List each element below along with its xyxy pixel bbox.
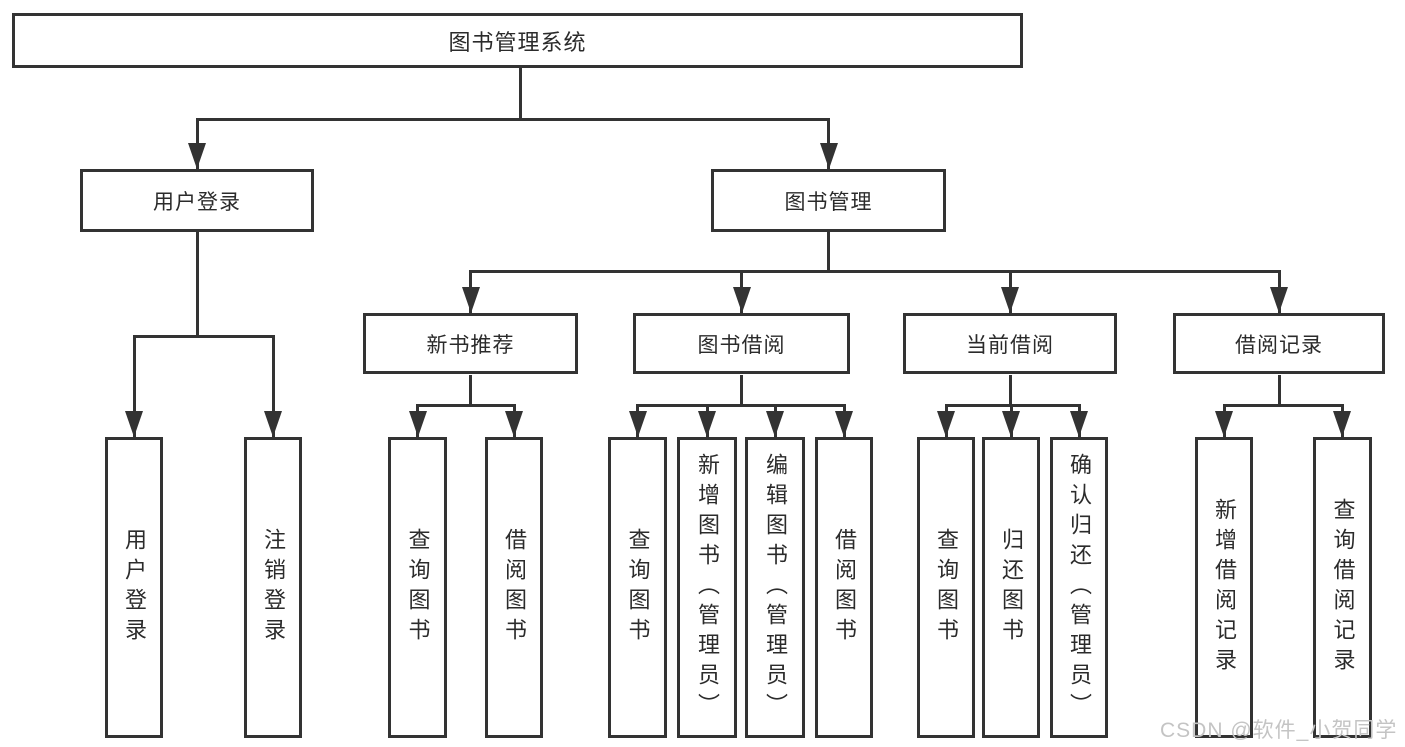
node-user-login: 用户登录 [80,169,314,232]
node-nb-query-books: 查询图书 [388,437,447,738]
node-label: 新书推荐 [426,333,515,357]
node-book-borrowing: 图书借阅 [633,313,850,374]
node-label: 查询图书 [625,527,651,648]
node-borrowing-records: 借阅记录 [1173,313,1385,374]
node-label: 用户登录 [122,527,147,648]
connector-current-borrow-rail [944,404,1081,407]
node-logout-leaf: 注销登录 [244,437,302,738]
node-label: 当前借阅 [966,333,1054,357]
node-bb-edit-books-admin: 编辑图书（管理员） [745,437,805,738]
node-br-query-record: 查询借阅记录 [1313,437,1372,738]
arrow-down-icon [835,411,853,437]
connector-book-borrow-stem [740,375,743,406]
connector-borrow-records-rail [1222,404,1344,407]
connector-book-borrow-rail [636,404,846,407]
node-label: 新增图书（管理员） [695,452,720,723]
node-label: 归还图书 [999,527,1024,648]
node-label: 图书管理系统 [448,29,587,55]
arrow-down-icon [732,287,751,313]
node-cb-return-books: 归还图书 [982,437,1040,738]
arrow-down-icon [1215,411,1233,437]
node-current-borrowing: 当前借阅 [903,313,1117,374]
node-label: 图书管理 [784,190,873,214]
arrow-down-icon [264,411,282,437]
arrow-down-icon [628,411,647,437]
connector-new-book-rail [416,404,516,407]
node-bb-borrow-books: 借阅图书 [815,437,873,738]
connector-drop-login-leaf [132,335,136,437]
arrow-down-icon [188,143,206,169]
connector-level1-rail [195,118,830,121]
connector-new-book-stem [469,375,472,406]
node-label: 查询图书 [934,527,959,648]
connector-user-login-rail [132,335,275,338]
node-label: 借阅记录 [1235,333,1323,357]
node-label: 图书借阅 [697,333,786,357]
node-book-management: 图书管理 [711,169,946,232]
node-user-login-leaf: 用户登录 [105,437,163,738]
node-label: 查询借阅记录 [1330,497,1356,678]
node-label: 注销登录 [261,527,286,648]
csdn-watermark: CSDN @软件_小贺同学 [1160,719,1398,742]
node-label: 编辑图书（管理员） [763,452,788,723]
arrow-down-icon [937,411,955,437]
arrow-down-icon [698,411,716,437]
arrow-down-icon [1333,411,1351,437]
node-bb-query-books: 查询图书 [608,437,667,738]
arrow-down-icon [1070,411,1088,437]
arrow-down-icon [505,411,523,437]
node-label: 借阅图书 [832,527,857,648]
arrow-down-icon [1001,287,1019,313]
connector-level2-rail [469,270,1281,273]
connector-root-stem [518,68,522,121]
connector-book-management-stem [827,232,830,273]
arrow-down-icon [1270,287,1288,313]
node-label: 用户登录 [153,190,241,214]
node-br-add-record: 新增借阅记录 [1195,437,1253,738]
node-nb-borrow-books: 借阅图书 [485,437,543,738]
node-new-book-recommend: 新书推荐 [363,313,578,374]
node-bb-add-books-admin: 新增图书（管理员） [677,437,737,738]
arrow-down-icon [766,411,784,437]
arrow-down-icon [1002,411,1020,437]
connector-current-borrow-stem [1008,375,1012,406]
connector-borrow-records-stem [1277,375,1281,406]
arrow-down-icon [461,287,480,313]
node-label: 借阅图书 [502,527,527,648]
node-label: 新增借阅记录 [1212,497,1237,678]
connector-user-login-stem [195,232,199,338]
connector-drop-logout-leaf [271,335,275,437]
arrow-down-icon [125,411,143,437]
arrow-down-icon [408,411,427,437]
node-root-library-system: 图书管理系统 [12,13,1023,68]
node-label: 确认归还（管理员） [1067,452,1092,723]
arrow-down-icon [819,143,838,169]
node-cb-confirm-return-admin: 确认归还（管理员） [1050,437,1108,738]
node-label: 查询图书 [405,527,431,648]
node-cb-query-books: 查询图书 [917,437,975,738]
